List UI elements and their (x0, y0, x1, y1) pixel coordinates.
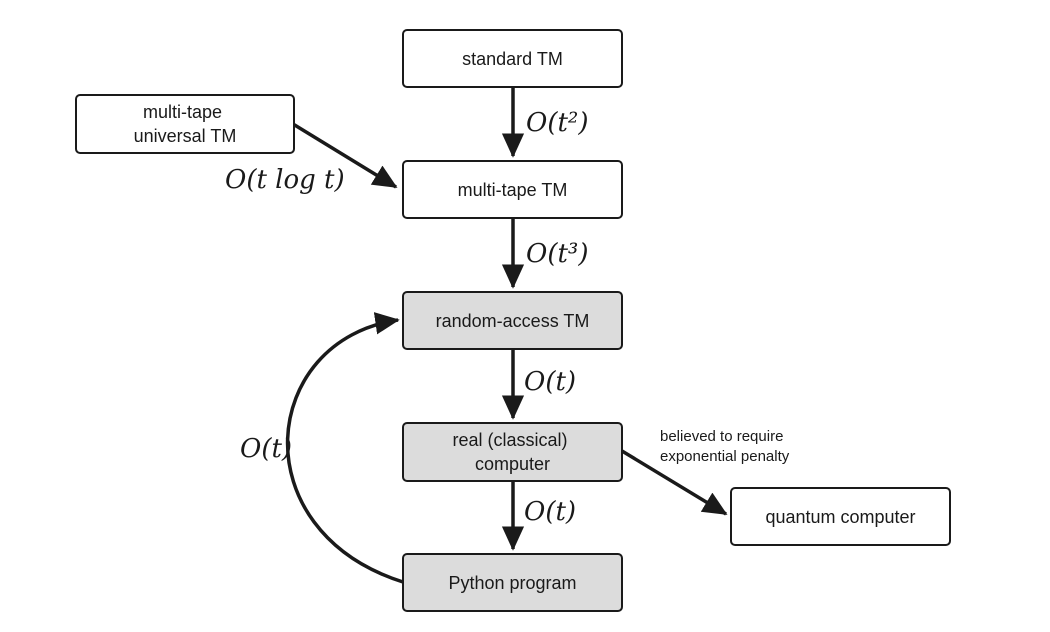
node-standard-tm-label: standard TM (462, 49, 563, 69)
arrow-python-to-random-access (285, 312, 404, 584)
svg-text:O(t²): O(t²) (526, 108, 588, 138)
edge-python-to-random-access (285, 312, 404, 584)
node-quantum-computer-label: quantum computer (765, 507, 915, 527)
arrow-universal-to-multitape (292, 122, 398, 189)
label-standard-to-multitape: O(t²) (526, 108, 588, 138)
svg-text:O(t): O(t) (524, 367, 576, 397)
node-random-access-tm: random-access TM (402, 291, 623, 350)
svg-text:believed to require expo: believed to require exponential penalty (660, 428, 790, 465)
arrow-real-to-quantum (621, 449, 728, 516)
label-multitape-to-random-access: O(t³) (526, 239, 588, 269)
node-multitape-universal-tm: multi-tape universal TM (75, 94, 295, 154)
edge-universal-to-multitape (292, 122, 398, 189)
svg-text:O(t): O(t) (524, 497, 576, 527)
note-line-1: believed to require (660, 428, 783, 445)
note-line-2: exponential penalty (660, 448, 790, 465)
label-random-access-to-real: O(t) (524, 367, 576, 397)
label-universal-to-multitape: O(t log t) (225, 165, 345, 195)
label-python-to-random-access: O(t) (240, 434, 292, 464)
note-real-to-quantum: believed to require exponential penalty (660, 428, 790, 465)
node-multitape-universal-tm-label: multi-tape universal TM (134, 102, 237, 146)
node-real-computer: real (classical) computer (402, 422, 623, 482)
node-random-access-tm-label: random-access TM (436, 311, 590, 331)
svg-text:O(t log t): O(t log t) (225, 165, 345, 195)
edge-real-to-quantum (621, 449, 728, 516)
svg-text:O(t³): O(t³) (526, 239, 588, 269)
node-standard-tm: standard TM (402, 29, 623, 88)
node-multitape-tm-label: multi-tape TM (458, 180, 568, 200)
label-real-to-python: O(t) (524, 497, 576, 527)
node-real-computer-label: real (classical) computer (452, 430, 572, 474)
node-python-program: Python program (402, 553, 623, 612)
node-quantum-computer: quantum computer (730, 487, 951, 546)
node-python-program-label: Python program (448, 573, 576, 593)
svg-text:O(t): O(t) (240, 434, 292, 464)
node-multitape-tm: multi-tape TM (402, 160, 623, 219)
